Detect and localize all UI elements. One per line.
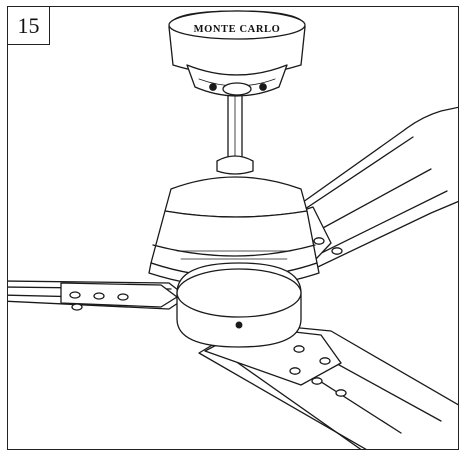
switch-housing [176,262,302,348]
canopy: MONTE CARLO [168,10,306,97]
canopy-brand-text: MONTE CARLO [194,24,281,35]
blade-left [8,280,188,311]
step-number: 15 [8,7,50,45]
instruction-frame: MONTE CARLO 15 [7,6,459,450]
ceiling-fan-illustration: MONTE CARLO [8,10,458,449]
downrod [216,90,254,175]
